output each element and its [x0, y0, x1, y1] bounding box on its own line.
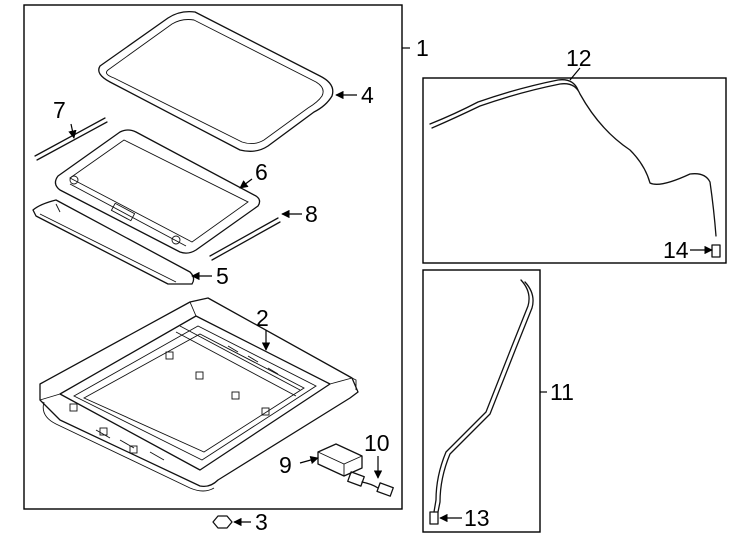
callout-10: 10	[364, 430, 390, 456]
clip-part-13	[429, 511, 439, 525]
callout-5: 5	[216, 263, 229, 289]
sunshade-part-5	[32, 199, 195, 285]
leader-lines	[68, 47, 713, 527]
front-drain-frame-12	[422, 77, 727, 264]
callout-1: 1	[416, 35, 429, 61]
sunroof-frame-part-2	[39, 297, 359, 492]
callout-6: 6	[255, 159, 268, 185]
harness-part-10	[347, 471, 394, 497]
weatherstrip-part-8	[209, 217, 281, 261]
glass-panel-part-4	[98, 10, 334, 152]
callout-9: 9	[279, 452, 292, 478]
callout-4: 4	[361, 82, 374, 108]
clip-part-14	[711, 244, 721, 258]
glass-frame-part-6	[54, 129, 261, 254]
callout-3: 3	[255, 509, 268, 535]
callout-7: 7	[53, 97, 66, 123]
callout-8: 8	[305, 201, 318, 227]
rear-drain-frame-11	[422, 269, 541, 533]
nut-part-3	[212, 515, 233, 529]
callout-12: 12	[566, 45, 592, 71]
callout-2: 2	[256, 305, 269, 331]
front-drain-hose-part-12	[429, 79, 717, 237]
motor-part-9	[317, 443, 363, 477]
rear-drain-hose-part-11	[433, 279, 534, 513]
assembly-frame-1	[23, 4, 403, 510]
callout-11: 11	[550, 379, 574, 405]
callout-13: 13	[464, 505, 490, 531]
callout-14: 14	[663, 237, 689, 263]
